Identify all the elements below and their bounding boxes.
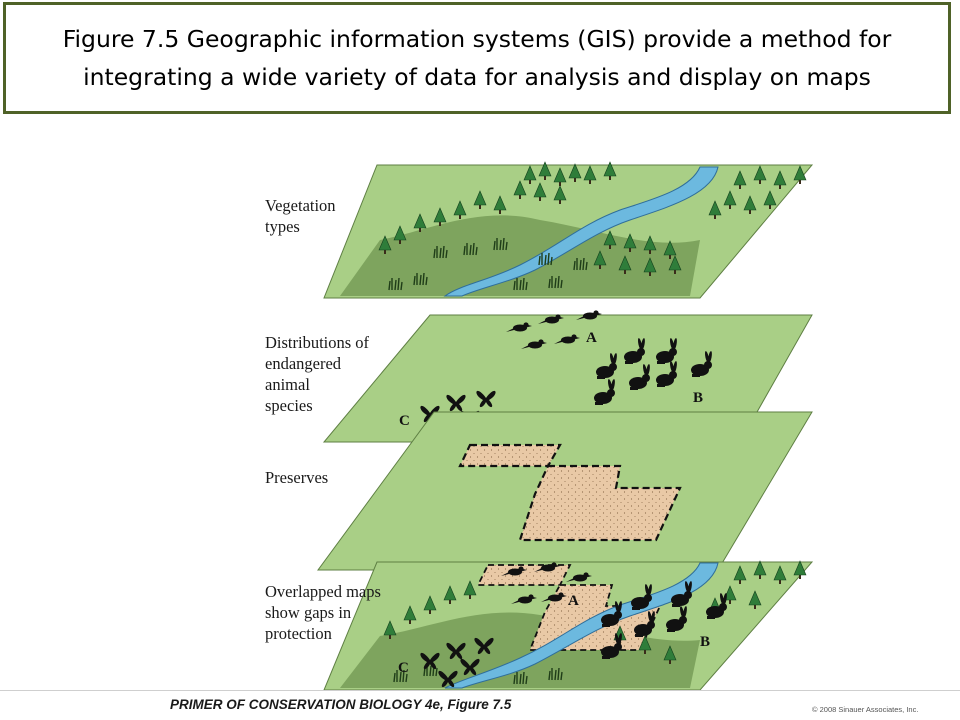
footer-copyright: © 2008 Sinauer Associates, Inc.: [812, 705, 919, 714]
overlap-layer: A B C: [323, 560, 814, 691]
overlap-preserve-1: [476, 564, 572, 586]
river-1: [443, 166, 719, 297]
overlap-label-b: B: [700, 634, 710, 650]
species-label-b: B: [693, 390, 703, 406]
title-line-1: Figure 7.5 Geographic information system…: [62, 25, 892, 53]
footer-rule: [0, 690, 960, 691]
title-line-2: integrating a wide variety of data for a…: [83, 63, 871, 91]
species-label-c: C: [399, 413, 410, 429]
preserve-area-2: [518, 464, 682, 542]
label-overlapped-maps: Overlapped maps show gaps in protection: [265, 582, 381, 643]
label-preserves: Preserves: [265, 468, 329, 487]
overlap-label-c: C: [398, 660, 409, 676]
title-box: Figure 7.5 Geographic information system…: [3, 2, 951, 114]
footer-source: PRIMER OF CONSERVATION BIOLOGY 4e, Figur…: [170, 697, 512, 712]
species-label-a: A: [586, 330, 597, 346]
preserve-area-1: [458, 443, 562, 468]
label-vegetation-types: Vegetation types: [265, 196, 336, 236]
label-endangered-species: Distributions of endangered animal speci…: [265, 333, 370, 415]
vegetation-layer: [323, 161, 814, 299]
overlap-label-a: A: [568, 593, 579, 609]
